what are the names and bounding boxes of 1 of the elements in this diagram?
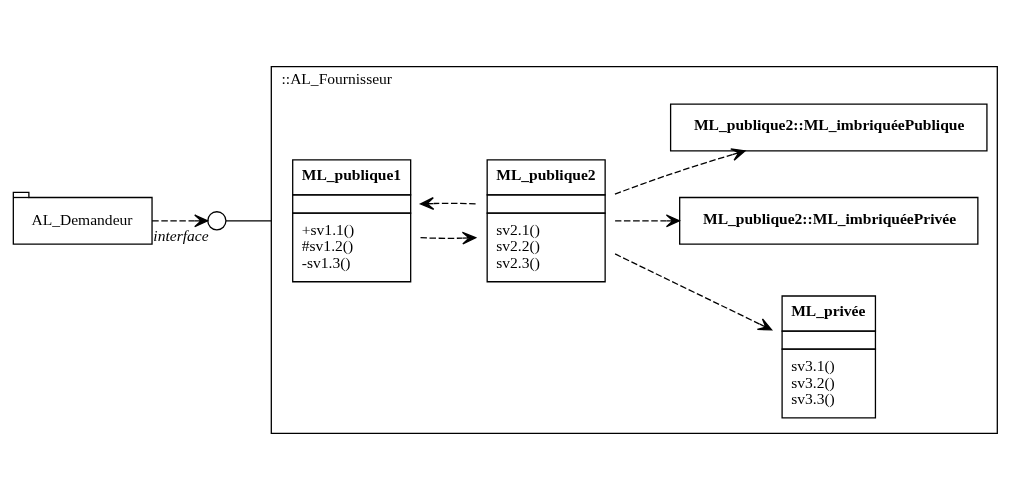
node-label: interface xyxy=(153,227,209,245)
